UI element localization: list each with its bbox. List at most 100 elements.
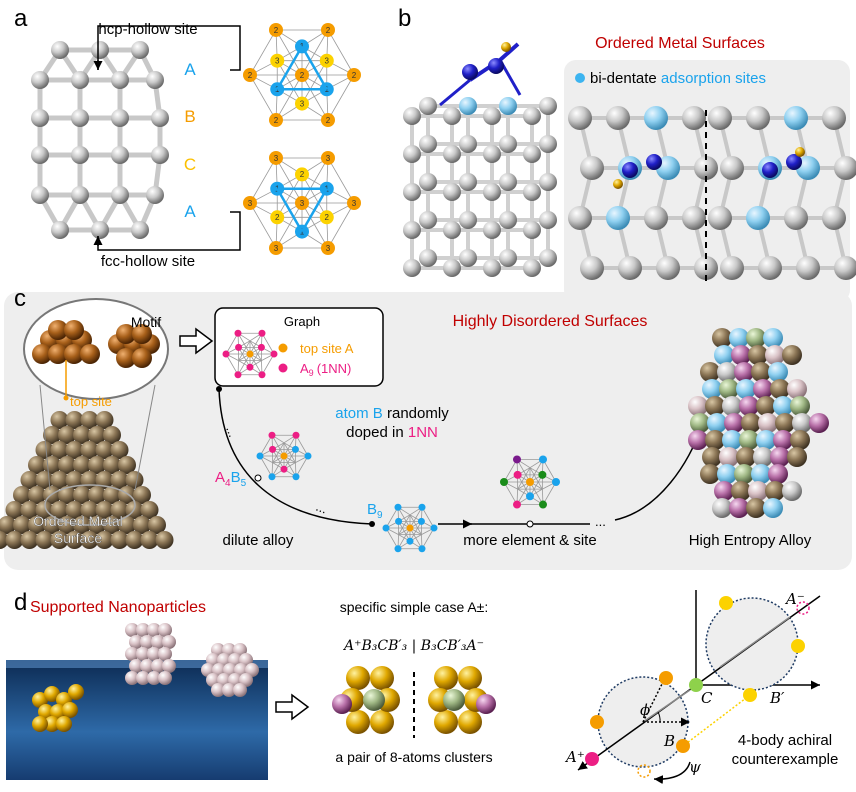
atom-sphere [80,344,100,364]
atom-sphere [499,211,517,229]
atom-sphere [32,344,52,364]
a4b5-a: A [215,469,225,486]
graph-node [234,371,242,379]
atom-sphere [459,173,477,191]
cube-atom [158,623,172,637]
atom-sphere [499,173,517,191]
hea-atom [739,430,759,450]
atom-sphere [786,154,802,170]
graph-node [234,329,242,337]
atom-sphere [50,441,69,459]
atom-sphere [606,106,630,130]
graph-node [347,68,361,82]
graph-edge [249,353,263,375]
panel-label-b: b [398,5,411,32]
hea-atom [787,379,807,399]
cube-atom [125,647,139,661]
fcc-lattice-cluster [31,41,169,239]
cube-atom [151,659,165,673]
ellipsis-2: ... [314,499,329,517]
cluster-b-atom [434,666,458,690]
graph-node [552,478,560,486]
legend-top-site-dot [278,343,288,353]
graph-node [292,459,299,466]
graph-node [235,343,243,351]
graph-edge [517,467,531,490]
hea-atom [770,447,790,467]
bidentate-legend-dot [575,73,585,83]
hcp-hollow-label: hcp-hollow site [98,21,197,38]
atom-sphere [65,441,84,459]
atom-sphere [0,516,16,534]
atom-sphere [111,109,129,127]
hea-atom [765,481,785,501]
graph-node [270,350,278,358]
atom-sphere [644,206,668,230]
graph-node [321,113,335,128]
atom-sphere [111,71,129,89]
top-site-label: top site [70,394,112,409]
atom-sphere [80,531,99,549]
graph-edge [237,353,251,375]
atom-sphere [155,531,174,549]
node-number: 2 [248,71,253,80]
graph-edge [529,459,544,483]
atom-sphere [28,456,46,474]
node-number: 2 [326,26,331,35]
hea-atom [700,362,720,382]
atom-sphere [131,221,149,239]
atom-sphere [103,426,121,444]
cluster-b-atom [434,710,458,734]
graph-edge [249,202,277,249]
hea-atom [690,413,710,433]
graph-edge [276,60,303,104]
graph-node [268,473,276,481]
atom-sphere [125,531,144,549]
hea-atom [758,413,778,433]
atom-sphere [151,146,169,164]
cube-atom [125,623,139,637]
hea-atom [722,396,742,416]
graph-node [292,431,300,439]
cluster-a-atom [476,694,496,714]
cube-atom [147,623,161,637]
hea-atom [736,379,756,399]
atom-sphere [35,501,54,519]
specific-case-label: specific simple case A±: [340,599,489,615]
graph-node [418,531,425,538]
cluster-c-atom [443,689,465,711]
fcc-site-graph: 3333333111222 [243,150,361,256]
a4b5-node [254,474,262,482]
graph-edge [249,74,277,121]
atom-sphere [488,58,504,74]
atom-sphere [116,348,136,368]
cube-atom [136,671,150,685]
atom-sphere [539,97,557,115]
dilute-alloy-label: dilute alloy [223,532,294,549]
hea-atom [731,345,751,365]
graph-node [347,196,361,210]
atom-sphere [403,221,421,239]
atom-sphere [795,147,805,157]
legend-a9: A9(1NN) [300,361,351,378]
atom-sphere [20,501,39,519]
hea-atom [688,430,708,450]
graph-edge [283,435,297,457]
multi-element-node [526,520,534,528]
graph-edge [397,527,411,549]
atom-sphere [539,249,557,267]
atom-sphere [88,486,106,504]
atom-sphere [118,456,136,474]
atom-sphere [523,221,541,239]
atom-c [689,678,703,692]
atom-sphere [443,259,461,277]
atom-sphere [822,106,846,130]
atom-sphere [71,71,89,89]
graph-node [406,537,414,545]
atom-a-plus [585,752,599,766]
atom-sphere [31,146,49,164]
cluster-a-atom [332,694,352,714]
graph-edge [301,174,328,218]
atom-sphere [403,145,421,163]
hea-atom [773,430,793,450]
